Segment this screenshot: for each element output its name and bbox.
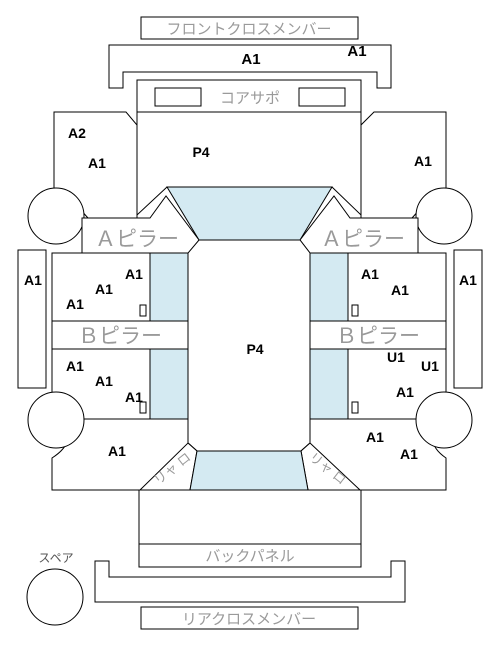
rear-right-door-handle — [351, 401, 359, 414]
rear-right-wheel — [415, 391, 473, 449]
front-left-door-window — [149, 252, 189, 322]
right-side-sill — [453, 249, 483, 389]
a-pillar-left-label: Ａピラー — [95, 228, 179, 251]
b-pillar-right-label: Ｂピラー — [336, 325, 420, 348]
grade-rear-door-right-u1b: U1 — [421, 358, 439, 374]
front-right-wheel — [415, 187, 473, 245]
rear-cross-member-box — [140, 606, 359, 630]
front-left-wheel — [27, 187, 85, 245]
grade-rear-door-left-2: A1 — [95, 373, 113, 389]
grade-rear-door-left-1: A1 — [66, 358, 84, 374]
core-support-label: コアサポ — [220, 90, 280, 107]
rear-window — [189, 450, 309, 491]
a-pillar-right-label: Ａピラー — [321, 228, 405, 251]
grade-core-center: P4 — [192, 144, 209, 160]
rear-cross-member-label: リアクロスメンバー — [182, 611, 316, 628]
grade-roof: P4 — [246, 341, 263, 357]
grade-front-door-left-3: A1 — [66, 296, 84, 312]
left-side-sill — [17, 249, 47, 389]
grade-front-door-left-1: A1 — [125, 266, 143, 282]
rear-left-door-handle — [139, 401, 147, 414]
b-pillar-left — [51, 320, 189, 350]
grade-front-door-left-2: A1 — [95, 281, 113, 297]
back-panel-box — [138, 543, 362, 568]
grade-rear-door-right-u1a: U1 — [387, 349, 405, 365]
grade-front-member-center: A1 — [241, 51, 260, 68]
grade-rear-door-left-3: A1 — [125, 389, 143, 405]
b-pillar-right — [309, 320, 447, 350]
grade-left-sill: A1 — [24, 272, 42, 288]
front-member-bracket — [108, 44, 392, 89]
b-pillar-left-label: Ｂピラー — [78, 325, 162, 348]
core-support-right-lamp — [298, 87, 346, 107]
back-panel-label: バックパネル — [205, 548, 294, 565]
grade-front-left-lower: A1 — [88, 155, 106, 171]
grade-front-door-right-2: A1 — [391, 282, 409, 298]
rear-left-door-window — [149, 348, 189, 420]
spare-tire-label: スペア — [38, 551, 73, 565]
grade-front-member-right: A1 — [347, 43, 366, 60]
rear-right-door-window — [309, 348, 349, 420]
front-cross-member-box — [140, 16, 359, 40]
core-support-left-lamp — [154, 87, 202, 107]
front-right-door-window — [309, 252, 349, 322]
grade-rear-left-quarter: A1 — [108, 443, 126, 459]
grade-rear-right-quarter-2: A1 — [400, 446, 418, 462]
grade-rear-door-right-a1: A1 — [396, 384, 414, 400]
grade-front-door-right-1: A1 — [361, 266, 379, 282]
grade-front-left-upper: A2 — [68, 125, 86, 141]
rear-member-bracket — [94, 560, 406, 603]
front-cross-member-label: フロントクロスメンバー — [166, 21, 331, 38]
spare-tire — [26, 568, 84, 626]
grade-rear-right-quarter-1: A1 — [366, 429, 384, 445]
front-right-door-handle — [351, 304, 359, 317]
grade-front-right: A1 — [414, 153, 432, 169]
rear-left-wheel — [27, 391, 85, 449]
trunk-lid — [138, 489, 362, 545]
front-left-door-handle — [139, 304, 147, 317]
grade-right-sill: A1 — [459, 272, 477, 288]
